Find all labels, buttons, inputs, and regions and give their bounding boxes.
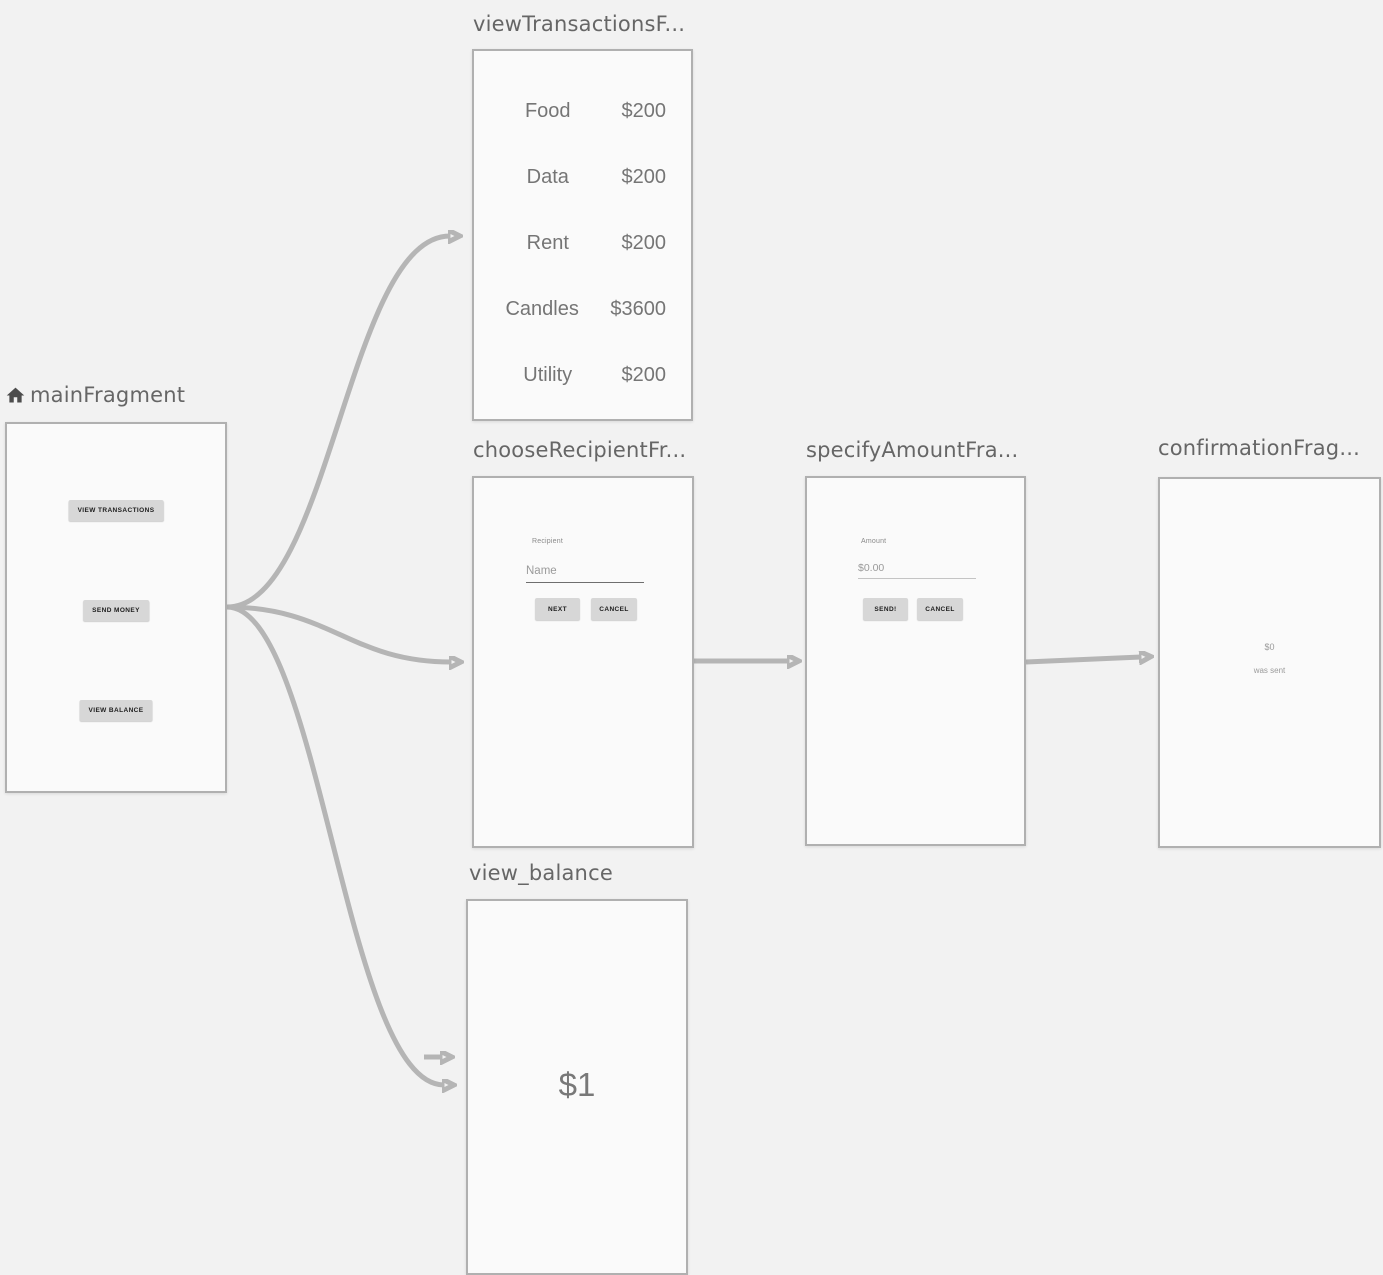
balance-text: $1	[558, 1066, 596, 1103]
confirmation-message-text: was sent	[1253, 666, 1286, 675]
transaction-label: Utility	[523, 363, 573, 386]
action-arrow-main-to-choose-recipient[interactable]	[226, 604, 451, 662]
fragment-panel-choose-recipient[interactable]: Recipient Name NEXT CANCEL	[472, 476, 694, 848]
transaction-row: Utility $200	[474, 342, 691, 408]
transaction-label: Rent	[526, 231, 569, 254]
confirmation-amount-text: $0	[1264, 642, 1275, 652]
transaction-amount: $3600	[610, 297, 666, 320]
fragment-title-confirmation-label: confirmationFrag...	[1158, 436, 1360, 460]
fragment-panel-view-transactions[interactable]: Food $200 Data $200 Rent $200 Candles $3…	[472, 49, 693, 421]
fragment-title-view-transactions[interactable]: viewTransactionsF...	[473, 12, 685, 36]
fragment-title-confirmation[interactable]: confirmationFrag...	[1158, 436, 1360, 460]
fragment-title-view-balance-label: view_balance	[469, 861, 613, 885]
recipient-name-input: Name	[526, 565, 557, 577]
preview-button-view-transactions: VIEW TRANSACTIONS	[68, 500, 164, 521]
fragment-title-choose-recipient[interactable]: chooseRecipientFr...	[473, 438, 686, 462]
fragment-title-specify-amount[interactable]: specifyAmountFra...	[806, 438, 1018, 462]
action-arrow-main-to-view-balance[interactable]	[226, 604, 444, 1085]
preview-button-next: NEXT	[535, 598, 580, 620]
preview-button-send-money: SEND MONEY	[83, 600, 149, 621]
transaction-row: Food $200	[474, 78, 691, 144]
fragment-title-main-label: mainFragment	[30, 383, 186, 407]
transaction-label: Food	[524, 99, 571, 122]
amount-field-label: Amount	[861, 538, 887, 545]
transaction-row: Data $200	[474, 144, 691, 210]
fragment-panel-view-balance[interactable]: $1	[466, 899, 688, 1275]
transaction-label: Candles	[505, 297, 579, 320]
fragment-title-specify-amount-label: specifyAmountFra...	[806, 438, 1019, 462]
transaction-row: Rent $200	[474, 210, 691, 276]
preview-button-cancel: CANCEL	[591, 598, 637, 620]
action-arrow-main-to-view-transactions[interactable]	[226, 236, 450, 610]
fragment-title-main[interactable]: mainFragment	[5, 383, 185, 407]
transaction-label: Data	[526, 165, 569, 188]
transaction-amount: $200	[621, 165, 667, 188]
fragment-title-view-balance[interactable]: view_balance	[469, 861, 613, 885]
transaction-amount: $200	[621, 363, 667, 386]
fragment-panel-specify-amount[interactable]: Amount $0.00 SEND! CANCEL	[805, 476, 1026, 846]
recipient-field-label: Recipient	[532, 538, 563, 545]
transactions-list: Food $200 Data $200 Rent $200 Candles $3…	[474, 51, 691, 408]
fragment-panel-confirmation[interactable]: $0 was sent	[1158, 477, 1381, 848]
preview-button-cancel: CANCEL	[917, 598, 963, 620]
action-arrow-specify-amount-to-confirmation[interactable]	[1025, 657, 1141, 662]
home-icon	[6, 387, 25, 402]
transaction-amount: $200	[621, 99, 667, 122]
fragment-title-view-transactions-label: viewTransactionsF...	[473, 12, 686, 36]
recipient-input-underline	[526, 582, 644, 583]
amount-input: $0.00	[858, 562, 885, 574]
transaction-row: Candles $3600	[474, 276, 691, 342]
preview-button-send: SEND!	[863, 598, 908, 620]
transaction-amount: $200	[621, 231, 667, 254]
amount-input-underline	[858, 578, 976, 579]
fragment-title-choose-recipient-label: chooseRecipientFr...	[473, 438, 687, 462]
preview-button-view-balance: VIEW BALANCE	[79, 700, 153, 721]
fragment-panel-main[interactable]: VIEW TRANSACTIONS SEND MONEY VIEW BALANC…	[5, 422, 227, 793]
